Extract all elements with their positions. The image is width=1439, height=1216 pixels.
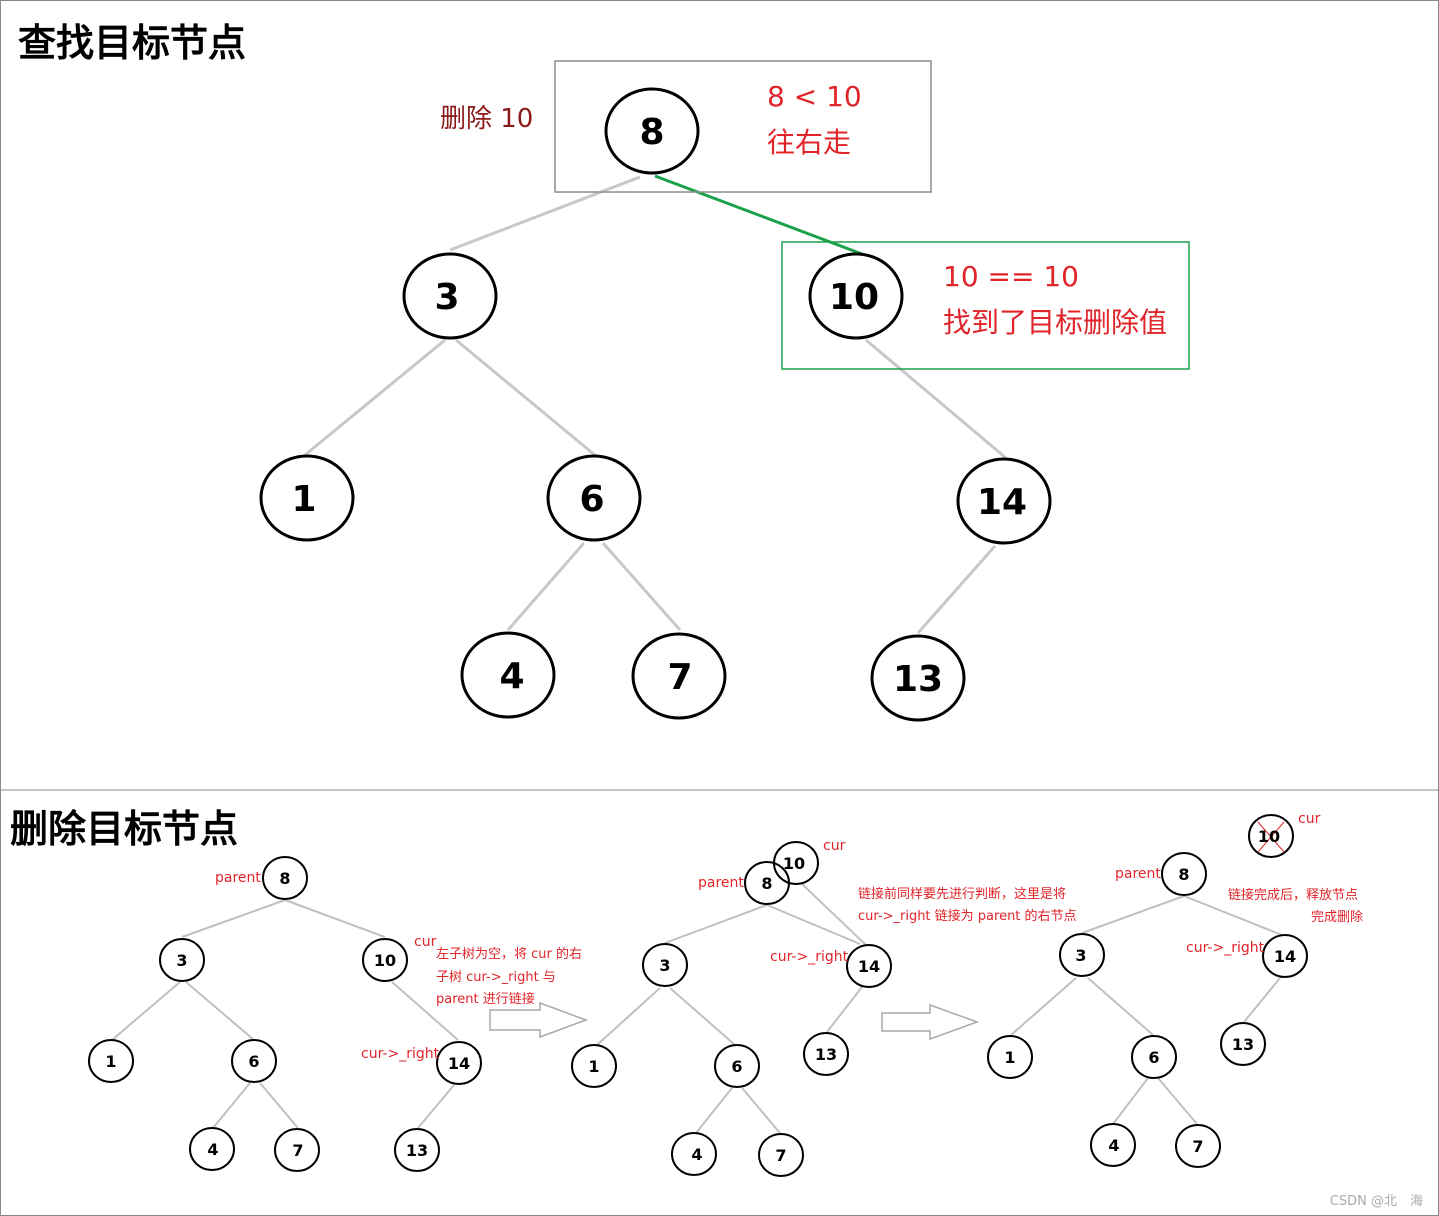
s3-parent-label: parent	[1115, 866, 1161, 882]
s3-node-13: 13	[1232, 1035, 1254, 1054]
delete-section-title: 删除目标节点	[10, 807, 238, 851]
s1-parent-label: parent	[215, 870, 261, 886]
edge-10-14	[865, 338, 1007, 460]
top-node-7: 7	[631, 632, 727, 720]
s1-node-13: 13	[406, 1141, 428, 1160]
s1-cur-label: cur	[414, 934, 437, 950]
s3-node-8: 8	[1178, 865, 1189, 884]
top-tree-nodes: 8 3 10 1 6 14 4 7 13	[259, 87, 1052, 722]
s2-parent-label: parent	[698, 875, 744, 891]
s2-cur-right-label: cur->_right	[770, 949, 849, 965]
edge-8-3	[449, 175, 641, 252]
svg-text:14: 14	[977, 482, 1027, 523]
s2-node-6: 6	[731, 1057, 742, 1076]
found-target-text: 找到了目标删除值	[943, 306, 1167, 339]
s1-note-line1: 左子树为空，将 cur 的右	[436, 946, 582, 962]
step-arrow-2	[881, 1003, 980, 1041]
delete-target-label: 删除 10	[440, 104, 533, 134]
s1-node-14: 14	[448, 1054, 470, 1073]
top-node-13: 13	[870, 634, 966, 722]
s3-node-1: 1	[1004, 1048, 1015, 1067]
s1-node-1: 1	[105, 1052, 116, 1071]
s2-node-13: 13	[815, 1045, 837, 1064]
s1-node-3: 3	[176, 951, 187, 970]
search-section-title: 查找目标节点	[18, 21, 246, 65]
svg-text:4: 4	[499, 656, 524, 697]
edge-6-7	[601, 542, 682, 631]
go-right-text: 往右走	[767, 126, 851, 159]
s3-note-line2: 完成删除	[1311, 910, 1363, 925]
s1-node-8: 8	[279, 869, 290, 888]
s1-node-10: 10	[374, 951, 396, 970]
top-node-10: 10	[808, 252, 904, 340]
compare-box	[554, 60, 932, 193]
s2-node-1: 1	[588, 1057, 599, 1076]
svg-text:1: 1	[291, 479, 316, 520]
s2-node-4: 4	[691, 1145, 702, 1164]
top-node-8: 8	[604, 87, 700, 175]
s3-node-7: 7	[1192, 1137, 1203, 1156]
equal-text: 10 == 10	[943, 260, 1079, 293]
svg-text:8: 8	[639, 112, 664, 153]
top-node-4: 4	[460, 631, 556, 719]
s2-node-3: 3	[659, 956, 670, 975]
s1-node-4: 4	[207, 1140, 218, 1159]
svg-text:6: 6	[579, 479, 604, 520]
s1-cur-right-label: cur->_right	[361, 1046, 440, 1062]
s3-cur-label: cur	[1298, 811, 1321, 827]
delete-step1-tree: 8 3 10 1 6 14 4 7 13 parent cur cur->_ri…	[88, 856, 582, 1172]
top-tree-edges	[304, 175, 1007, 634]
svg-text:3: 3	[434, 277, 459, 318]
s2-node-14: 14	[858, 957, 880, 976]
svg-text:10: 10	[829, 277, 879, 318]
s1-note-line3: parent 进行链接	[436, 991, 535, 1007]
edge-3-6	[455, 338, 597, 458]
s2-node-7: 7	[775, 1146, 786, 1165]
s3-node-4: 4	[1108, 1136, 1119, 1155]
s3-node-3: 3	[1075, 946, 1086, 965]
delete-step2-tree: 8 10 3 14 1 6 13 4 7 parent cur cur->_ri…	[571, 838, 1077, 1177]
edge-3-1	[304, 338, 446, 457]
s2-node-10: 10	[783, 854, 805, 873]
step-arrow-1	[489, 1001, 589, 1039]
s1-node-7: 7	[292, 1141, 303, 1160]
s2-note-line1: 链接前同样要先进行判断，这里是将	[858, 886, 1066, 902]
s1-node-6: 6	[248, 1052, 259, 1071]
s3-note-line1: 链接完成后，释放节点	[1228, 887, 1358, 903]
edge-8-10-highlight	[654, 174, 863, 256]
s3-node-6: 6	[1148, 1048, 1159, 1067]
freed-node-cross	[1257, 821, 1285, 853]
top-node-6: 6	[546, 454, 642, 542]
svg-text:7: 7	[667, 657, 692, 698]
s2-node-8: 8	[761, 874, 772, 893]
s3-node-10-freed: 10	[1258, 827, 1280, 846]
top-node-1: 1	[259, 454, 355, 542]
compare-text: 8 < 10	[767, 80, 862, 113]
s2-note-line2: cur->_right 链接为 parent 的右节点	[858, 908, 1077, 924]
edge-6-4	[506, 542, 586, 631]
svg-text:13: 13	[893, 659, 943, 700]
s3-node-14: 14	[1274, 947, 1296, 966]
edge-14-13	[916, 545, 997, 634]
s1-note-line2: 子树 cur->_right 与	[436, 970, 556, 985]
s2-cur-label: cur	[823, 838, 846, 854]
watermark: CSDN @北 海	[1330, 1194, 1423, 1209]
delete-step3-tree: 10 8 3 14 1 6 13 4 7 parent cur cur->_ri…	[987, 811, 1363, 1168]
top-node-3: 3	[402, 252, 498, 340]
s3-cur-right-label: cur->_right	[1186, 940, 1265, 956]
top-node-14: 14	[956, 457, 1052, 545]
found-box	[781, 241, 1190, 370]
